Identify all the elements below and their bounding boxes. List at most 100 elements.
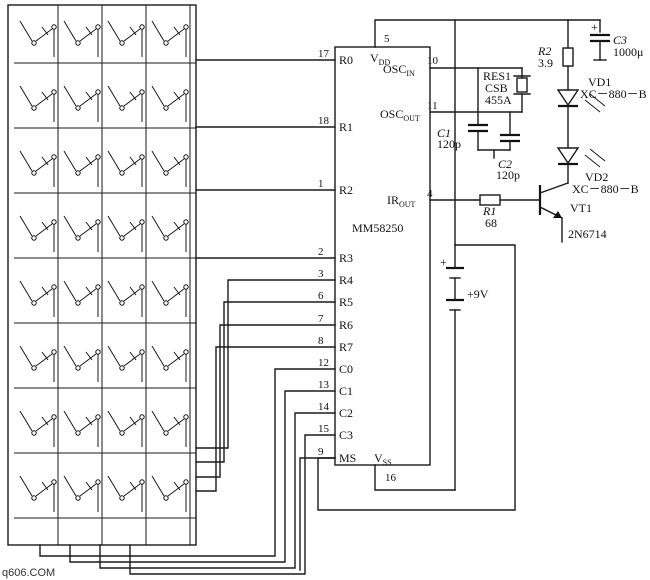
key-switch <box>107 150 145 187</box>
key-switch <box>107 475 145 512</box>
key-switch <box>151 150 189 187</box>
svg-text:3.9: 3.9 <box>538 56 553 70</box>
pin-name: MS <box>339 451 356 465</box>
key-switch <box>107 280 145 317</box>
led-vd1: VD1 XC－880－B <box>556 75 647 149</box>
pin-number: 15 <box>318 423 330 435</box>
pin-name: C2 <box>339 406 353 420</box>
pin-number: 12 <box>318 357 329 369</box>
osc-in-label: OSCIN <box>383 62 415 78</box>
ic-mm58250-body <box>334 46 431 466</box>
key-switch <box>19 280 57 317</box>
ic-pin-r7: 8 R7 <box>195 335 353 492</box>
pin-number: 2 <box>318 246 324 258</box>
resistor-r2: R2 3.9 <box>537 19 574 91</box>
key-switch <box>107 410 145 447</box>
capacitor-c1: C1 120p <box>437 67 488 151</box>
svg-text:1000μ: 1000μ <box>613 45 643 59</box>
pin-name: R5 <box>339 295 353 309</box>
svg-text:+: + <box>591 20 598 34</box>
pin-wire <box>69 390 336 563</box>
svg-text:C1: C1 <box>437 126 451 140</box>
pin-wire <box>195 346 336 492</box>
ground-return <box>317 244 516 511</box>
svg-text:C2: C2 <box>498 157 512 171</box>
svg-text:R1: R1 <box>482 204 496 218</box>
pin-number: 1 <box>318 178 324 190</box>
key-switch <box>63 85 101 122</box>
key-switch <box>151 20 189 57</box>
resonator-res1: RES1 CSB 455A <box>429 67 531 113</box>
svg-text:RES1: RES1 <box>483 69 511 83</box>
pin-wire <box>129 434 336 575</box>
key-switch <box>63 345 101 382</box>
vss-pin-number: 16 <box>385 472 397 484</box>
key-switch <box>151 280 189 317</box>
pin-wire <box>195 324 336 478</box>
key-switch <box>19 85 57 122</box>
svg-text:120p: 120p <box>496 168 520 182</box>
pin-number: 8 <box>318 335 324 347</box>
svg-text:+: + <box>440 255 447 269</box>
pin-name: R3 <box>339 251 353 265</box>
pin-wire <box>99 412 336 569</box>
key-switch <box>107 20 145 57</box>
pin-number: 14 <box>318 401 330 413</box>
pin-wire <box>195 279 336 449</box>
key-switch <box>63 20 101 57</box>
svg-text:R2: R2 <box>537 44 551 58</box>
svg-text:+9V: +9V <box>467 287 489 301</box>
key-switch <box>151 215 189 252</box>
svg-text:VD2: VD2 <box>585 170 608 184</box>
key-switch <box>151 85 189 122</box>
svg-text:VT1: VT1 <box>570 201 592 215</box>
svg-text:VD1: VD1 <box>588 75 611 89</box>
svg-text:455A: 455A <box>485 93 512 107</box>
svg-text:2N6714: 2N6714 <box>568 227 607 241</box>
ic-pin-r4: 3 R4 <box>195 268 353 449</box>
ic-pin-r2: 1 R2 <box>195 178 353 197</box>
key-switch <box>19 345 57 382</box>
pin-name: C3 <box>339 428 353 442</box>
ir-out-label: IROUT <box>387 193 416 209</box>
key-switch <box>63 280 101 317</box>
key-switch <box>151 345 189 382</box>
pin-name: C0 <box>339 362 353 376</box>
vss-label: VSS <box>374 451 392 467</box>
pin-name: R1 <box>339 120 353 134</box>
pin-name: R7 <box>339 340 353 354</box>
capacitor-c2: C2 120p <box>477 111 520 182</box>
pin-name: R2 <box>339 183 353 197</box>
key-switch <box>19 475 57 512</box>
pin-name: R0 <box>339 53 353 67</box>
resistor-r1: R1 68 <box>429 194 541 230</box>
svg-text:120p: 120p <box>437 137 461 151</box>
pin-wire <box>39 368 336 557</box>
pin-name: R4 <box>339 273 353 287</box>
key-switch <box>63 150 101 187</box>
vdd-label: VDD <box>370 51 390 67</box>
pin-name: R6 <box>339 318 353 332</box>
svg-text:CSB: CSB <box>485 81 508 95</box>
ic-pin-r1: 18 R1 <box>195 115 353 134</box>
pin-number: 3 <box>318 268 324 280</box>
pin-number: 17 <box>318 48 330 60</box>
key-switch <box>63 215 101 252</box>
battery-9v: + +9V <box>440 244 489 491</box>
ic-name: MM58250 <box>352 221 403 235</box>
ic-pin-c0: 12 C0 <box>39 357 353 557</box>
key-switch <box>19 20 57 57</box>
vdd-rail-wire <box>374 19 569 48</box>
ic-pin-r0: 17 R0 <box>195 48 353 67</box>
pin-number: 18 <box>318 115 330 127</box>
pin-number: 13 <box>318 379 330 391</box>
pin-wire <box>195 301 336 463</box>
watermark: q606.COM <box>2 567 55 579</box>
led-vd2: VD2 XC－880－B <box>556 147 639 196</box>
key-switch <box>63 475 101 512</box>
